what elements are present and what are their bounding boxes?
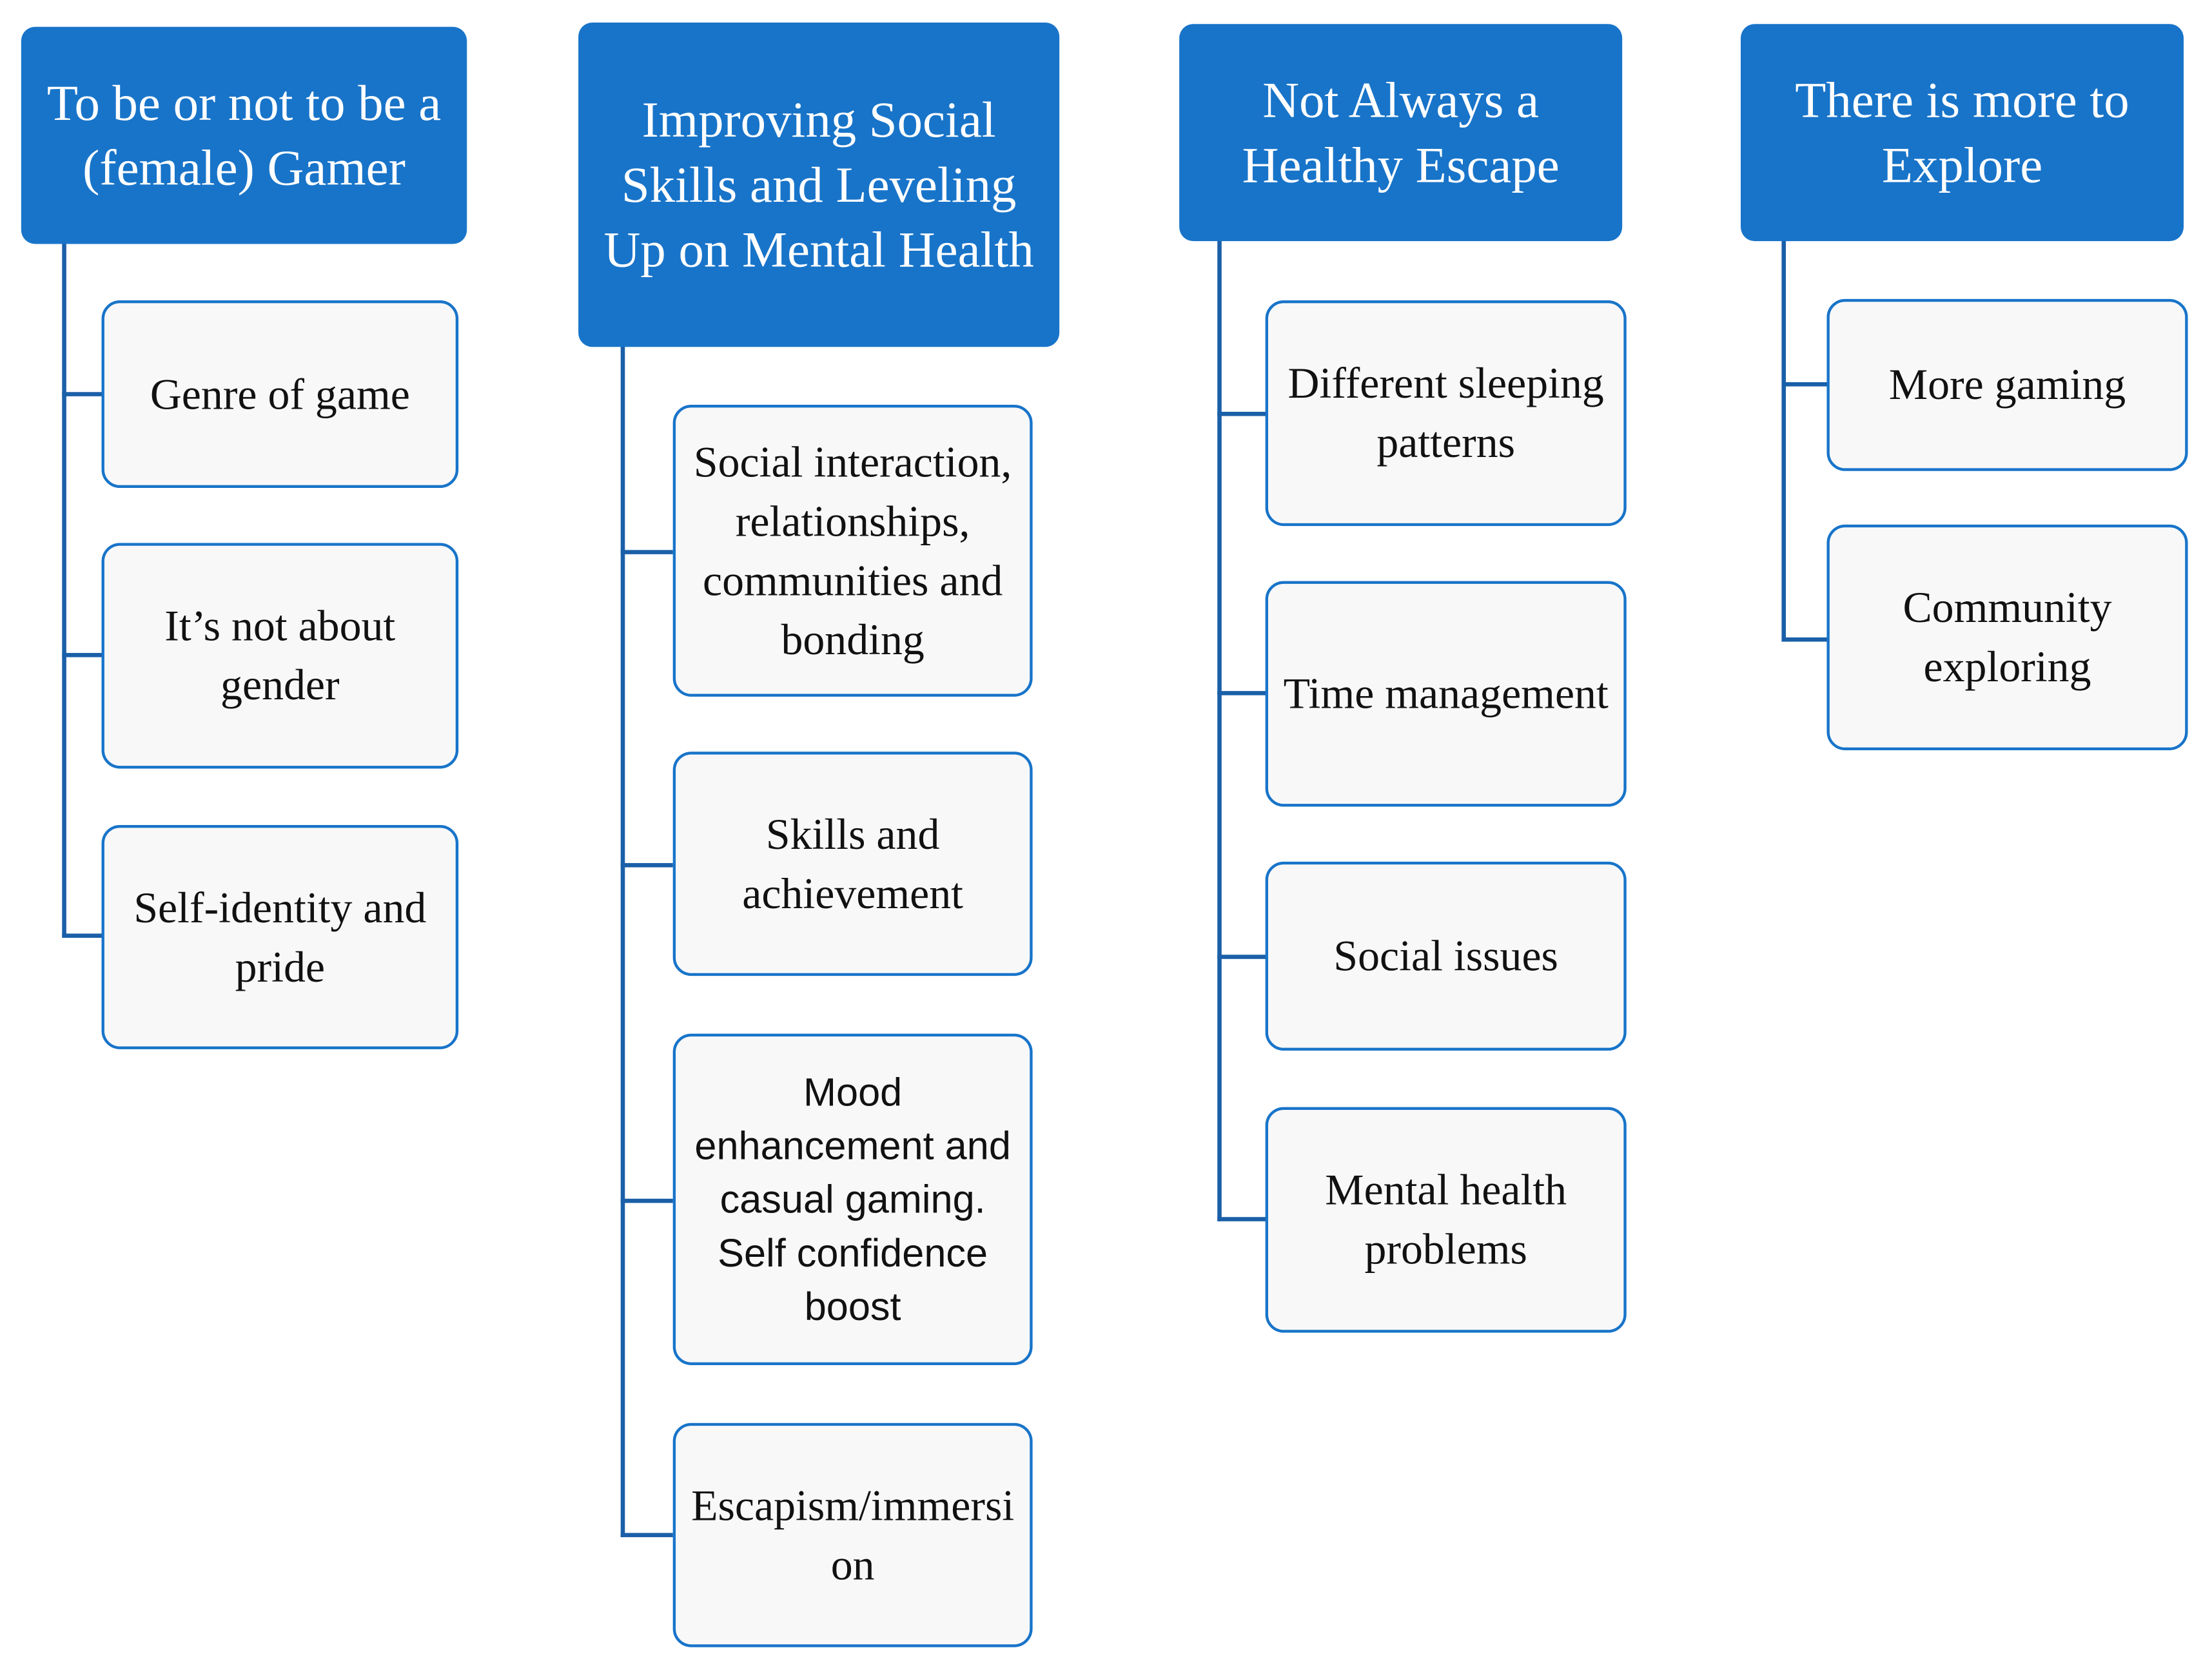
connector-branch <box>1217 955 1267 959</box>
subtheme-box-not-about-gender: It’s not about gender <box>101 543 459 769</box>
theme-header-social-skills-mental-health: Improving Social Skills and Leveling Up … <box>578 23 1060 347</box>
subtheme-box-skills-achievement: Skills and achievement <box>672 752 1033 976</box>
theme-header-more-to-explore: There is more to Explore <box>1740 24 2184 242</box>
subtheme-box-time-management: Time management <box>1265 581 1627 807</box>
connector-trunk-2 <box>620 345 625 1537</box>
connector-branch <box>1217 691 1267 695</box>
subtheme-box-self-identity: Self-identity and pride <box>101 824 459 1049</box>
connector-branch <box>1781 382 1828 387</box>
theme-header-healthy-escape: Not Always a Healthy Escape <box>1179 24 1623 242</box>
subtheme-box-escapism: Escapism/immersion <box>672 1422 1033 1647</box>
subtheme-box-social-interaction: Social interaction, relationships, commu… <box>672 404 1033 697</box>
connector-trunk-4 <box>1781 239 1786 642</box>
connector-branch <box>620 1198 673 1203</box>
subtheme-box-community-exploring: Community exploring <box>1826 524 2188 751</box>
connector-branch <box>62 933 103 938</box>
connector-branch <box>62 392 103 396</box>
subtheme-box-mental-health-problems: Mental health problems <box>1265 1107 1627 1333</box>
subtheme-box-more-gaming: More gaming <box>1826 298 2188 471</box>
subtheme-box-sleeping-patterns: Different sleeping patterns <box>1265 300 1627 527</box>
connector-trunk-3 <box>1217 239 1222 1221</box>
subtheme-box-mood-enhancement: Mood enhancement and casual gaming. Self… <box>672 1033 1033 1365</box>
connector-branch <box>620 550 673 554</box>
connector-trunk-1 <box>62 242 66 937</box>
subtheme-box-genre-of-game: Genre of game <box>101 300 459 489</box>
connector-branch <box>1781 637 1828 642</box>
theme-header-female-gamer: To be or not to be a (female) Gamer <box>21 26 467 244</box>
connector-branch <box>62 653 103 657</box>
subtheme-box-social-issues: Social issues <box>1265 861 1627 1051</box>
connector-branch <box>620 1533 673 1537</box>
connector-branch <box>1217 1217 1267 1221</box>
connector-branch <box>620 863 673 868</box>
connector-branch <box>1217 411 1267 416</box>
